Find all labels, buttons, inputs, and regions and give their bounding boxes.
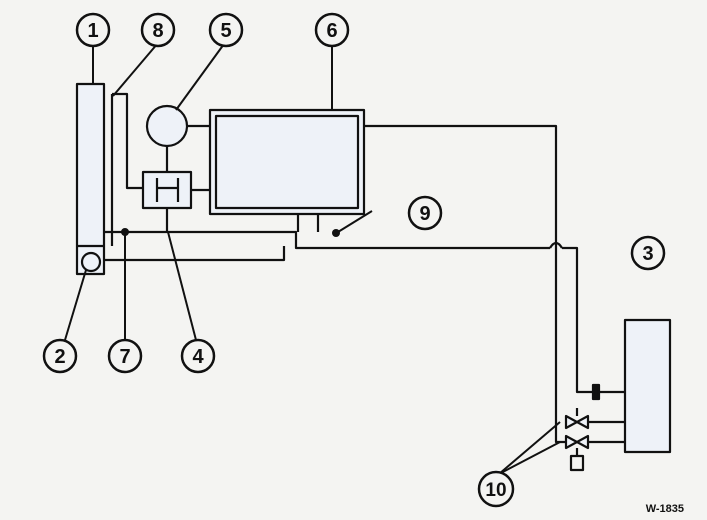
svg-text:4: 4 xyxy=(192,346,204,368)
callout-5: 5 xyxy=(208,12,244,48)
component-6-tank xyxy=(208,108,366,216)
callout-8: 8 xyxy=(140,12,176,48)
svg-text:6: 6 xyxy=(326,20,337,42)
component-1-unit xyxy=(75,82,106,276)
callout-2: 2 xyxy=(42,338,78,374)
svg-text:9: 9 xyxy=(419,203,430,225)
callout-4: 4 xyxy=(180,338,216,374)
component-2-element xyxy=(80,251,102,273)
svg-text:8: 8 xyxy=(152,20,163,42)
line-7 xyxy=(104,230,550,250)
callout-10: 10 xyxy=(477,470,515,508)
callout-7: 7 xyxy=(107,338,143,374)
callout-6: 6 xyxy=(314,12,350,48)
svg-text:3: 3 xyxy=(642,243,653,265)
svg-text:2: 2 xyxy=(54,346,65,368)
junction-9-dot xyxy=(332,229,340,237)
svg-text:1: 1 xyxy=(87,20,98,42)
component-4-valve xyxy=(141,170,193,210)
svg-text:7: 7 xyxy=(119,346,130,368)
component-3-tank xyxy=(623,318,672,454)
figure-code: W-1835 xyxy=(646,503,684,515)
svg-text:10: 10 xyxy=(485,480,506,501)
callout-1: 1 xyxy=(75,12,111,48)
line-upper xyxy=(364,124,558,392)
callout-9: 9 xyxy=(407,195,443,231)
component-10-valves xyxy=(554,392,566,444)
callout-3: 3 xyxy=(630,235,666,271)
component-5-gauge xyxy=(145,104,189,148)
svg-text:5: 5 xyxy=(220,20,231,42)
line-8 xyxy=(112,92,143,190)
